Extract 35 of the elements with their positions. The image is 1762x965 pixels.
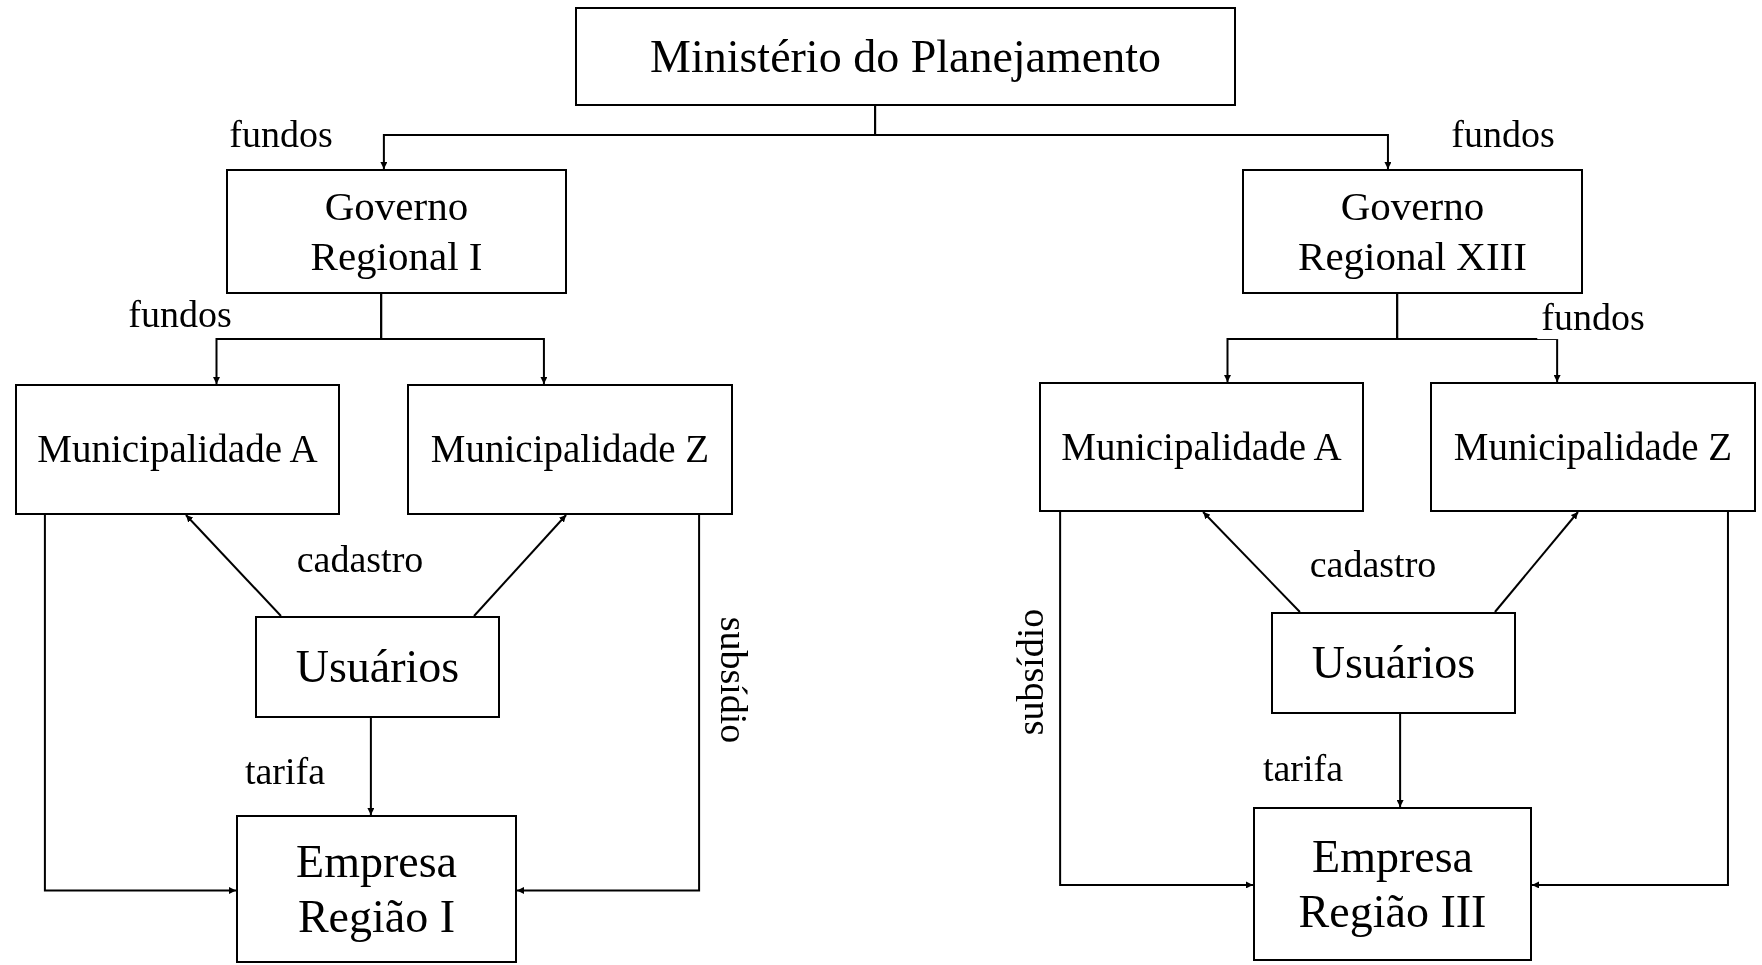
arrow [380, 293, 548, 385]
arrow [1396, 293, 1561, 383]
process-box [1271, 612, 1516, 714]
box-label: Usuários [1310, 636, 1477, 691]
arrow [516, 514, 701, 894]
box-label: Governo Regional XIII [1297, 182, 1528, 281]
box-label: Municipalidade A [1060, 423, 1343, 471]
box-label: Empresa Região I [295, 834, 458, 944]
process-box [236, 815, 517, 963]
arrow [367, 717, 375, 816]
process-box [226, 169, 567, 294]
process-box [255, 616, 500, 718]
box-label: Municipalidade Z [429, 426, 711, 473]
box-label: Governo Regional I [309, 182, 484, 281]
box-label: Usuários [294, 640, 461, 695]
box-label: Municipalidade Z [1452, 423, 1734, 471]
process-box [407, 384, 733, 515]
arrow [473, 514, 568, 617]
arrow [1396, 713, 1404, 808]
arrow [1531, 511, 1729, 889]
process-box [575, 7, 1236, 106]
process-box [1242, 169, 1583, 294]
arrow [184, 514, 282, 617]
process-box [15, 384, 340, 515]
arrow [43, 514, 237, 894]
process-box [1039, 382, 1364, 512]
arrow [1493, 511, 1579, 613]
arrow [1202, 511, 1301, 613]
box-label: Municipalidade A [36, 426, 319, 473]
arrow [1059, 511, 1254, 889]
process-box [1253, 807, 1532, 961]
process-box [1430, 382, 1756, 512]
box-label: Ministério do Planejamento [649, 29, 1162, 84]
arrow [874, 105, 1392, 170]
box-label: Empresa Região III [1297, 829, 1488, 939]
